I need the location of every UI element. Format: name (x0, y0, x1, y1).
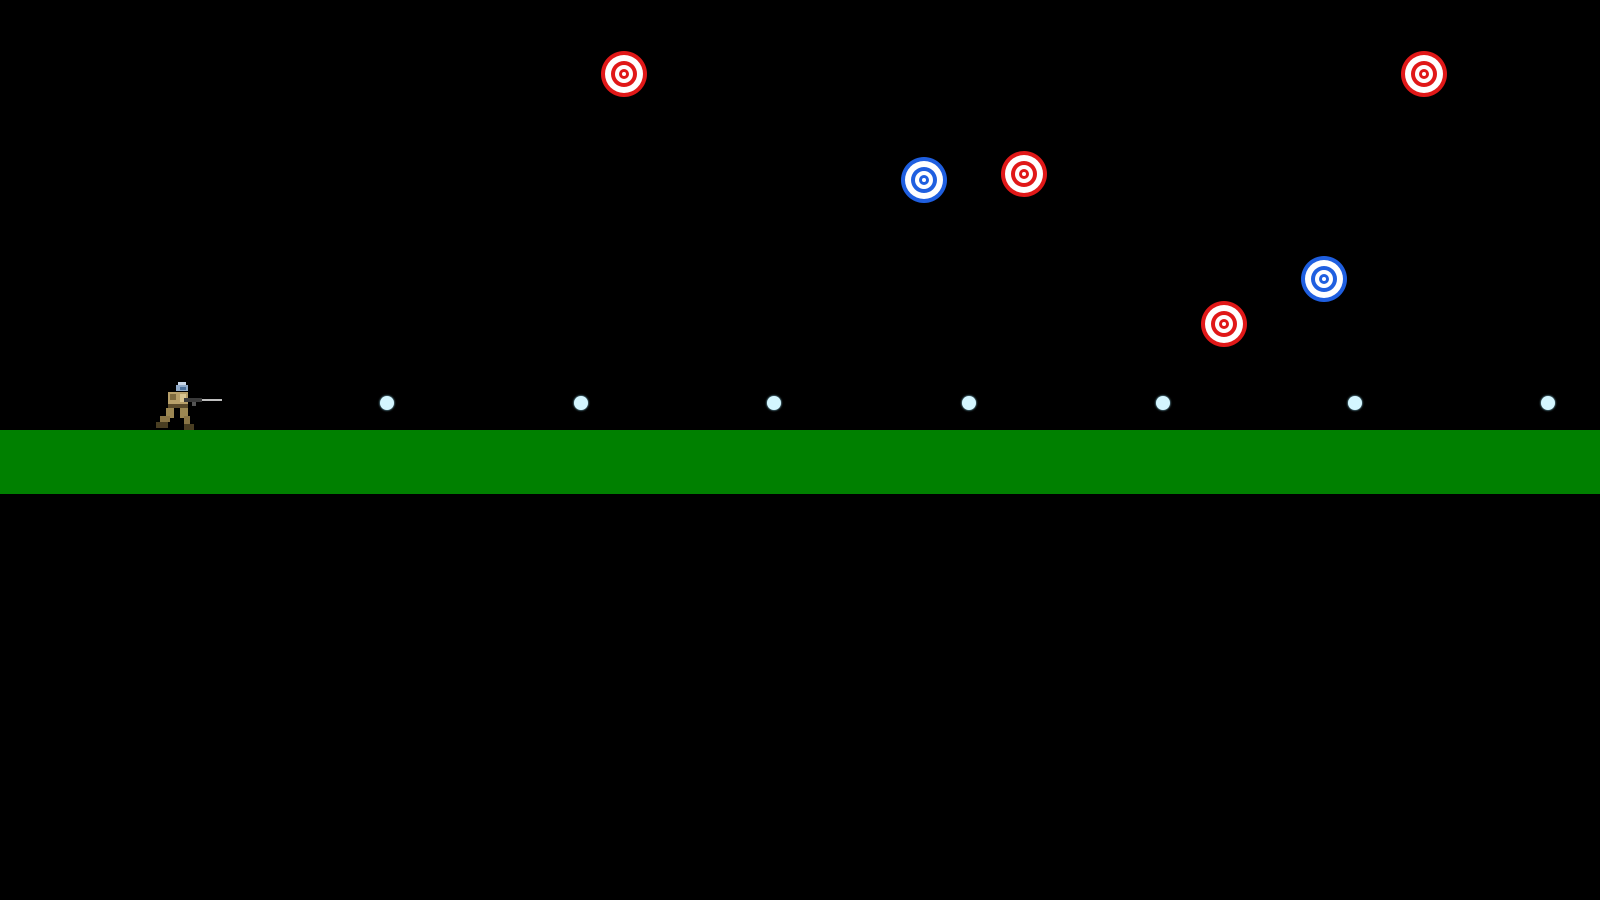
player-soldier-icon[interactable] (156, 380, 224, 432)
bullet (767, 396, 781, 410)
bullet (1348, 396, 1362, 410)
bullet (574, 396, 588, 410)
target-red-icon[interactable] (1000, 150, 1048, 198)
bullet (962, 396, 976, 410)
bullet (1541, 396, 1555, 410)
bullet (1156, 396, 1170, 410)
target-blue-icon[interactable] (1300, 255, 1348, 303)
target-blue-icon[interactable] (900, 156, 948, 204)
ground-strip (0, 430, 1600, 494)
target-red-icon[interactable] (1400, 50, 1448, 98)
target-red-icon[interactable] (1200, 300, 1248, 348)
target-red-icon[interactable] (600, 50, 648, 98)
bullet (380, 396, 394, 410)
